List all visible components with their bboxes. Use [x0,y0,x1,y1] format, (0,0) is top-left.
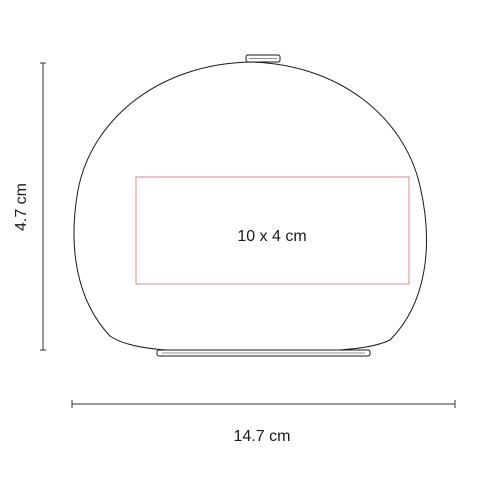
print-area-box [135,176,410,285]
print-area-label: 10 x 4 cm [237,228,306,245]
width-label: 14.7 cm [234,428,291,445]
print-area: 10 x 4 cm [135,176,410,285]
product-body [73,61,427,353]
product-outline [73,54,427,357]
width-dimension: 14.7 cm [71,400,456,445]
height-label: 4.7 cm [13,183,30,231]
height-dimension: 4.7 cm [13,62,46,351]
